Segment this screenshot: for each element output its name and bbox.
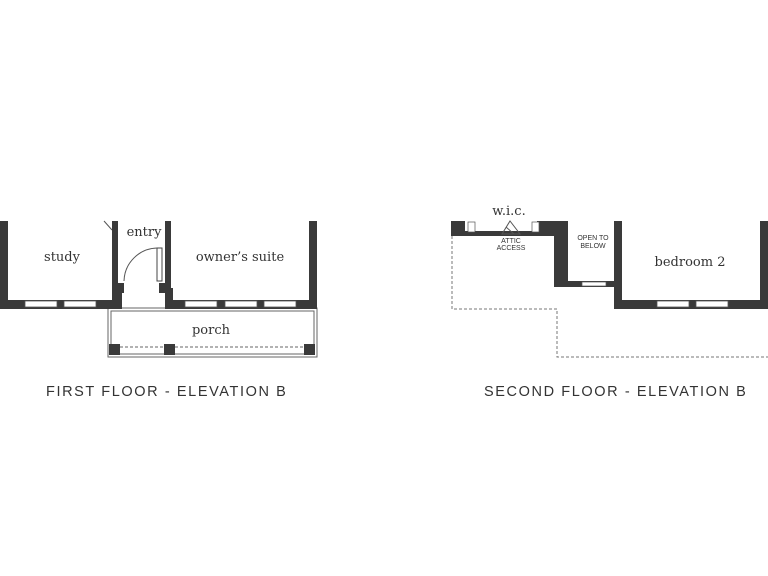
window xyxy=(24,300,58,308)
bedroom-2-label: bedroom 2 xyxy=(655,255,726,270)
window xyxy=(184,300,218,308)
window xyxy=(263,300,297,308)
first-floor-caption: FIRST FLOOR - ELEVATION B xyxy=(46,384,288,400)
porch-label: porch xyxy=(192,323,231,338)
study-walls xyxy=(0,221,122,309)
attic-access-hatch xyxy=(501,220,522,235)
porch-column xyxy=(304,344,315,355)
roof-outline xyxy=(451,236,768,358)
window xyxy=(581,281,607,287)
window xyxy=(224,300,258,308)
window xyxy=(63,300,97,308)
second-floor-caption: SECOND FLOOR - ELEVATION B xyxy=(484,384,748,400)
entry-door xyxy=(123,247,163,282)
bedroom-2-walls xyxy=(614,221,768,309)
open-to-below-walls xyxy=(546,221,622,287)
wic-label: w.i.c. xyxy=(492,204,525,219)
wic-vents xyxy=(467,221,540,233)
window xyxy=(656,300,690,308)
open-to-below-label-line2: BELOW xyxy=(580,243,606,250)
attic-access-label-line2: ACCESS xyxy=(497,245,526,252)
study-door xyxy=(103,220,113,231)
entry-label: entry xyxy=(127,225,163,240)
study-label: study xyxy=(44,250,81,265)
bedroom-2-windows xyxy=(656,300,729,308)
porch-column xyxy=(164,344,175,355)
study-windows xyxy=(24,300,97,308)
first-floor-plan: study entry owner’s suite porch xyxy=(0,220,318,358)
owners-suite-windows xyxy=(184,300,297,308)
window xyxy=(695,300,729,308)
porch-column xyxy=(109,344,120,355)
open-to-below-label-line1: OPEN TO xyxy=(577,235,609,242)
second-floor-plan: w.i.c. ATTIC ACCESS OPEN TO BELOW bedroo… xyxy=(451,204,768,358)
porch-columns xyxy=(109,344,315,355)
owners-suite-label: owner’s suite xyxy=(196,250,285,265)
owners-suite-walls xyxy=(165,221,317,309)
attic-access-label-line1: ATTIC xyxy=(501,238,521,245)
